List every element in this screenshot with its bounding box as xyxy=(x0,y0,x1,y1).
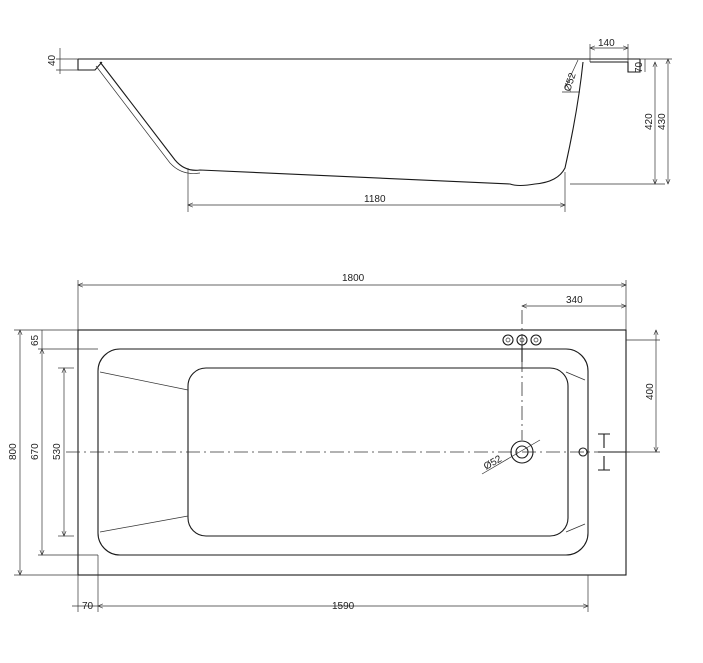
knob-right-center xyxy=(533,337,539,343)
dim-inner-depth: 420 xyxy=(644,113,655,130)
top-slope-top xyxy=(99,371,189,391)
dim-total-depth: 430 xyxy=(657,113,668,130)
side-tub-body xyxy=(99,61,584,187)
dim-total-width: 800 xyxy=(8,443,19,460)
drain-outer xyxy=(510,440,534,464)
dim-inner-width: 670 xyxy=(30,443,41,460)
dim-rim-width: 140 xyxy=(598,38,615,49)
side-left-rim xyxy=(77,59,103,71)
spout-center xyxy=(519,337,525,343)
dim-faucet-offset: 340 xyxy=(566,295,583,306)
dim-inner-length: 1590 xyxy=(332,601,355,612)
knob-left-center xyxy=(505,337,511,343)
dim-left-offset: 70 xyxy=(82,601,94,612)
top-view: Ø52 1800 340 400 800 65 670 5 xyxy=(8,273,660,612)
side-drain-leader xyxy=(564,59,579,89)
dim-rim-height-right: 70 xyxy=(634,61,645,73)
top-slope-right-bottom xyxy=(565,523,586,533)
overflow-icon xyxy=(578,447,588,457)
side-tub-inner-left xyxy=(95,65,201,174)
dim-bottom-width: 530 xyxy=(52,443,63,460)
dim-top-drain-diameter: Ø52 xyxy=(482,453,504,472)
dim-faucet-to-center: 400 xyxy=(645,383,656,400)
faucet-controls xyxy=(502,334,542,362)
side-right-rim xyxy=(590,59,641,73)
drain-leader xyxy=(481,439,541,475)
drain-inner xyxy=(515,445,529,459)
top-slope-bottom xyxy=(99,515,189,533)
side-view: 40 140 70 Ø52 420 430 1180 xyxy=(47,38,672,212)
knob-left xyxy=(502,334,514,346)
dim-rim-offset: 65 xyxy=(30,334,41,346)
dim-rim-height: 40 xyxy=(47,54,58,66)
dim-side-drain-diameter: Ø52 xyxy=(562,71,578,93)
top-outer-rim xyxy=(77,329,627,576)
top-slope-right-top xyxy=(565,371,586,381)
dim-bottom-length: 1180 xyxy=(364,194,386,205)
knob-right xyxy=(530,334,542,346)
dim-total-length: 1800 xyxy=(342,273,365,284)
waste-fitting-icon xyxy=(598,433,626,471)
